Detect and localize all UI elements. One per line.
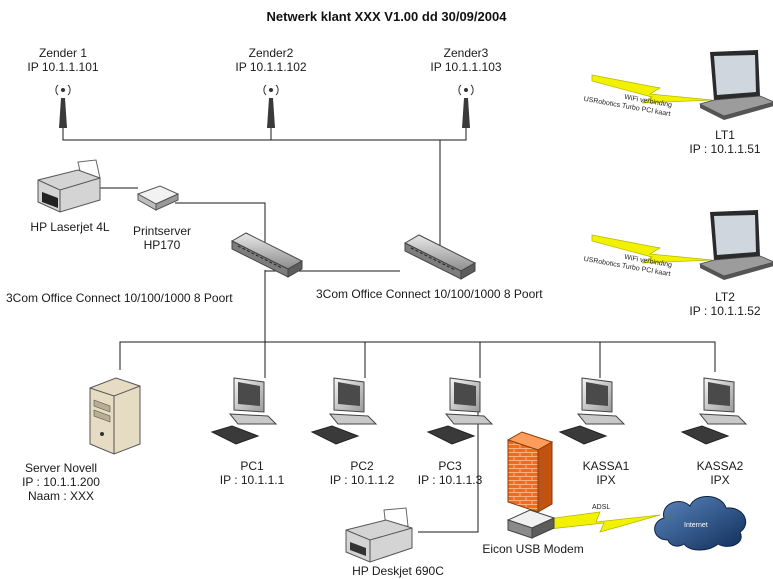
printer-icon: [345, 507, 413, 563]
server-icon: [89, 377, 141, 455]
pc-icon: [680, 377, 748, 445]
cloud-label: Internet: [684, 522, 708, 529]
pc-icon: [210, 377, 278, 445]
switch-label-1: 3Com Office Connect 10/100/1000 8 Poort: [6, 291, 233, 305]
printer-icon: [37, 159, 101, 213]
firewall-icon: [506, 431, 554, 513]
antenna-icon: [263, 84, 279, 128]
pc-icon: [310, 377, 378, 445]
antenna-icon: [458, 84, 474, 128]
switch-icon: [230, 232, 304, 278]
pc-icon: [426, 377, 494, 445]
pc-icon: [558, 377, 626, 445]
switch-label-2: 3Com Office Connect 10/100/1000 8 Poort: [316, 287, 543, 301]
lightning-icon: [539, 74, 713, 533]
printer-label: HP Laserjet 4L: [30, 220, 110, 234]
cloud-icon: [654, 496, 747, 551]
switch-icon: [403, 234, 477, 280]
adsl-label: ADSL: [592, 504, 611, 511]
modem-icon: [506, 509, 556, 539]
laptop-icon: [698, 50, 773, 120]
laptop-icon: [698, 210, 773, 280]
diagram-title: Netwerk klant XXX V1.00 dd 30/09/2004: [266, 9, 507, 24]
deskjet-label: HP Deskjet 690C: [352, 564, 444, 578]
cabling: [62, 128, 716, 533]
modem-label: Eicon USB Modem: [482, 542, 584, 556]
printserver-icon: [136, 185, 180, 211]
antenna-icon: [55, 84, 71, 128]
